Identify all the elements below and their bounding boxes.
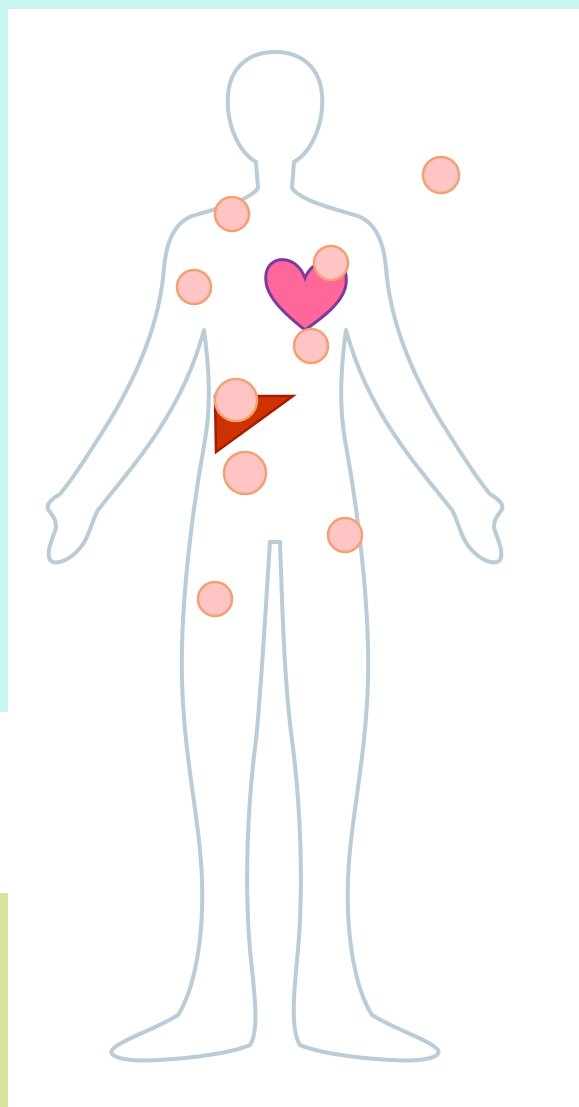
human-body-outline-icon <box>48 52 503 1061</box>
marker-left-hip[interactable] <box>328 518 362 552</box>
marker-heart-bottom[interactable] <box>294 329 328 363</box>
marker-heart-top[interactable] <box>314 246 348 280</box>
marker-right-armpit[interactable] <box>177 270 211 304</box>
marker-right-thigh[interactable] <box>198 582 232 616</box>
marker-upper-right-outside[interactable] <box>423 157 459 193</box>
marker-liver[interactable] <box>215 379 257 421</box>
marker-right-shoulder[interactable] <box>215 197 249 231</box>
marker-layer <box>177 157 459 616</box>
marker-right-abdomen[interactable] <box>224 452 266 494</box>
